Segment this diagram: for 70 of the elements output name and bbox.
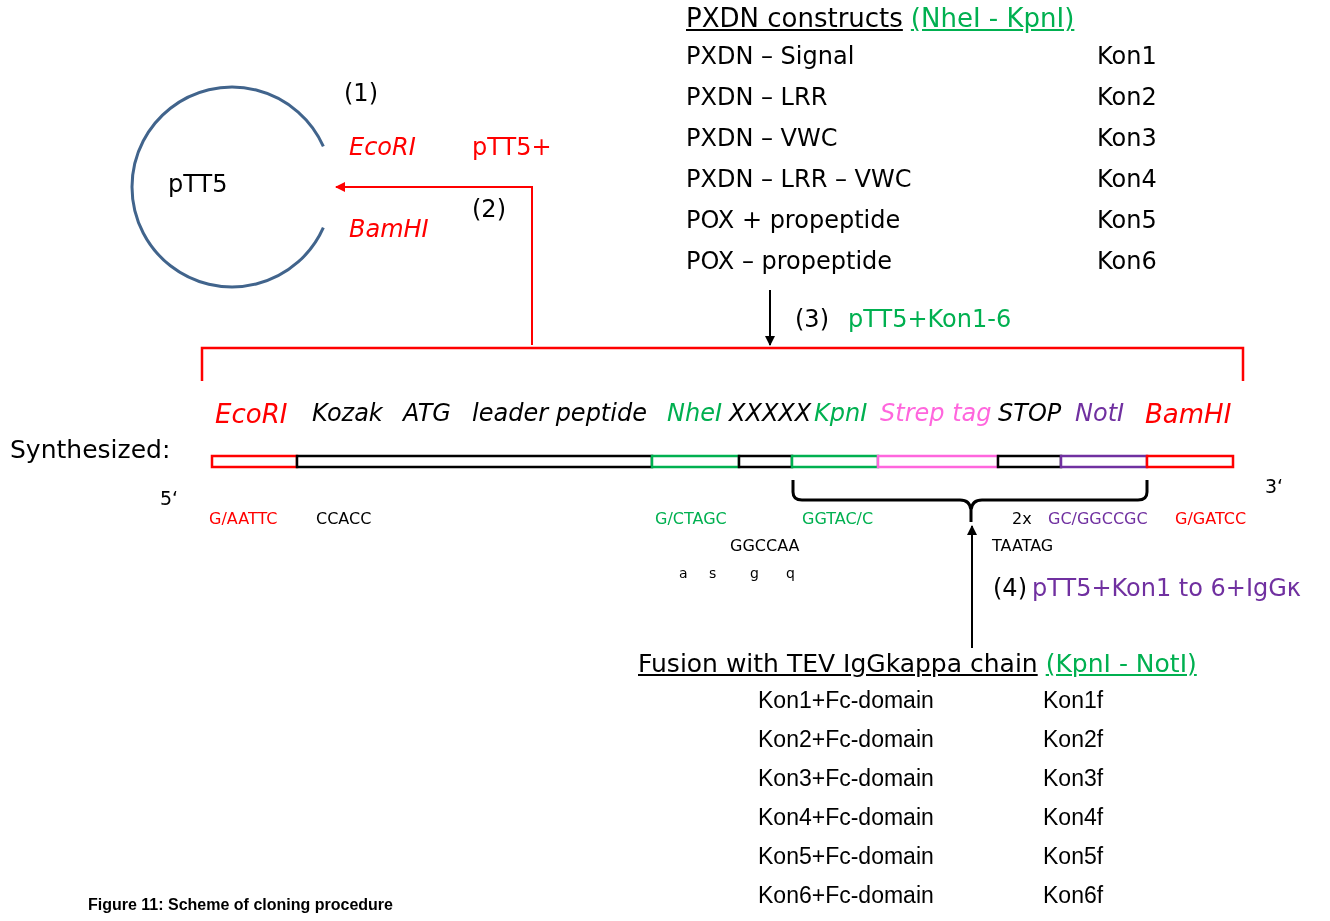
sequence-label: TAATAG [992,537,1054,556]
edge-label: pTT5+Kon1 to 6+IgGκ [1032,575,1301,603]
construct-code: Kon4f [1043,802,1105,832]
sequence-label: (4) [993,575,1027,603]
sequence-label: G/CTAGC [655,510,727,529]
construct-name: Kon4+Fc-domain [758,802,935,832]
sequence-label: s [709,565,717,582]
curly-brace [790,478,1150,524]
arrow [967,525,977,649]
sequence-label: G/AATTC [209,510,278,529]
construct-code: Kon1f [1043,685,1105,715]
sequence-label: (3) [795,306,829,334]
sequence-label: q [786,565,795,582]
construct-code: Kon5f [1043,841,1105,871]
construct-name: PXDN – Signal [686,40,856,72]
sequence-label: a [679,565,688,582]
list-heading: Fusion with TEV IgGkappa chain [638,648,1038,680]
construct-name: Kon5+Fc-domain [758,841,935,871]
sequence-label: 5‘ [160,488,179,510]
plasmid-label: pTT5 [168,171,228,199]
arrow [335,182,533,346]
sequence-feature: Strep tag [880,400,992,428]
construct-name: POX + propeptide [686,204,902,236]
sequence-label: 2x [1012,510,1032,529]
construct-code: Kon3f [1043,763,1105,793]
construct-code: Kon6 [1097,245,1158,277]
sequence-feature: NheI [667,400,722,428]
sequence-label: EcoRI [349,134,416,162]
construct-code: Kon4 [1097,163,1158,195]
sequence-feature: KpnI [814,400,868,428]
construct-code: Kon1 [1097,40,1158,72]
sequence-label: BamHI [349,216,429,244]
construct-name: Kon1+Fc-domain [758,685,935,715]
sequence-label: (2) [472,196,506,224]
sequence-feature: ATG [403,400,451,428]
construct-name: PXDN – LRR – VWC [686,163,913,195]
construct-name: PXDN – LRR [686,81,829,113]
construct-code: Kon6f [1043,880,1105,910]
sequence-label: (1) [344,80,378,108]
sequence-label: GGTAC/C [802,510,874,529]
sequence-feature: STOP [998,400,1062,428]
sequence-feature: leader peptide [472,400,647,428]
construct-name: Kon6+Fc-domain [758,880,935,910]
sequence-label: GC/GGCCGC [1048,510,1148,529]
construct-code: Kon3 [1097,122,1158,154]
construct-name: PXDN – VWC [686,122,839,154]
enzyme-pair: (NheI - KpnI) [910,2,1075,35]
arrow [765,289,775,346]
sequence-feature: NotI [1075,400,1125,428]
construct-name: Kon2+Fc-domain [758,724,935,754]
construct-code: Kon2f [1043,724,1105,754]
figure-caption: Figure 11: Scheme of cloning procedure [88,896,393,914]
construct-code: Kon2 [1097,81,1158,113]
enzyme-pair: (KpnI - NotI) [1045,648,1197,680]
sequence-label: G/GATCC [1175,510,1247,529]
sequence-label: g [750,565,759,582]
sequence-feature: EcoRI [215,400,288,430]
edge-label: pTT5+Kon1-6 [848,306,1012,334]
construct-name: POX – propeptide [686,245,894,277]
row-label: Synthesized: [10,436,171,465]
sequence-feature: Kozak [312,400,383,428]
sequence-label: 3‘ [1265,476,1284,498]
sequence-feature: XXXXX [729,400,812,428]
sequence-label: GGCCAA [730,537,800,556]
construct-code: Kon5 [1097,204,1158,236]
list-heading: PXDN constructs [686,2,903,35]
sequence-label: CCACC [316,510,372,529]
construct-name: Kon3+Fc-domain [758,763,935,793]
edge-label: pTT5+ [472,134,552,162]
sequence-feature: BamHI [1145,400,1232,430]
